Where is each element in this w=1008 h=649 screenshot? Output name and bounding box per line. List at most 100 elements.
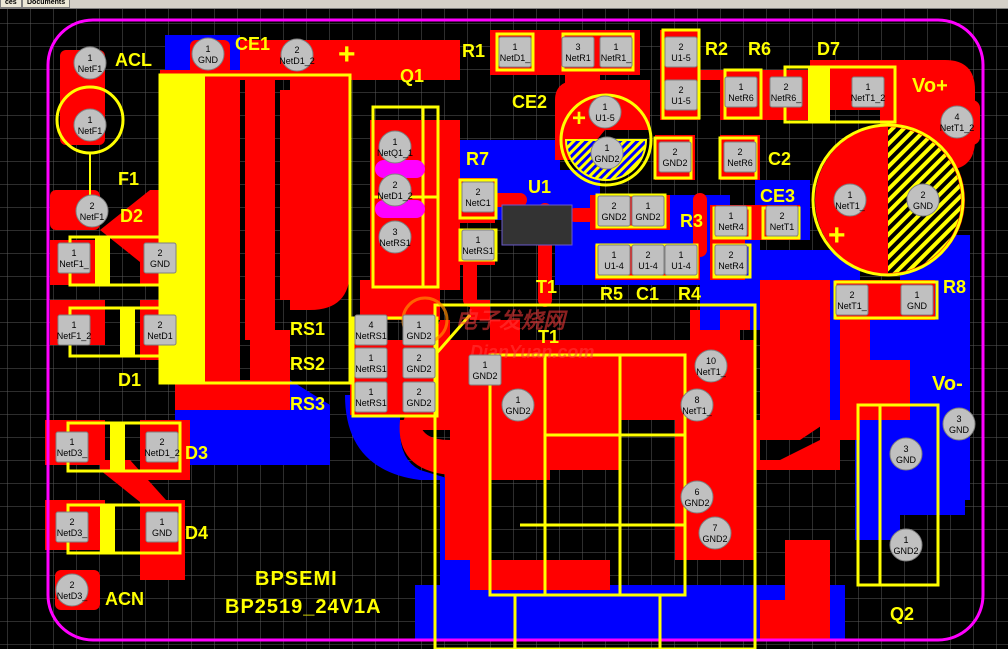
pad[interactable] — [658, 141, 692, 173]
pad[interactable] — [765, 205, 799, 237]
designator-d4: D4 — [185, 523, 208, 543]
pad[interactable] — [143, 242, 177, 274]
pad[interactable] — [354, 347, 388, 379]
pad[interactable] — [942, 407, 976, 441]
pad[interactable] — [354, 314, 388, 346]
pad[interactable] — [889, 528, 923, 562]
pad[interactable] — [402, 347, 436, 379]
pad[interactable] — [724, 76, 758, 108]
designator-r5: R5 — [600, 284, 623, 304]
pad-number: 1 — [738, 82, 743, 92]
pad[interactable] — [461, 229, 495, 261]
pad[interactable] — [664, 244, 698, 276]
pad-net-name: NetD1_2 — [144, 448, 180, 458]
pad[interactable] — [714, 205, 748, 237]
pad[interactable] — [664, 79, 698, 111]
pad-number: 2 — [294, 45, 299, 55]
pad-number: 1 — [512, 42, 517, 52]
pad-number: 1 — [87, 115, 92, 125]
pad[interactable] — [55, 573, 89, 607]
designator-f1: F1 — [118, 169, 139, 189]
pad-net-name: GND2 — [662, 158, 687, 168]
pad[interactable] — [280, 38, 314, 72]
document-tab-bar: ces Documents — [0, 0, 1008, 9]
pad-net-name: NetR6 — [727, 158, 753, 168]
pad[interactable] — [851, 76, 885, 108]
designator-vo-plus: Vo+ — [912, 75, 948, 97]
pad[interactable] — [680, 480, 714, 514]
pad[interactable] — [835, 284, 869, 316]
pad[interactable] — [833, 183, 867, 217]
pad-net-name: U1-5 — [671, 96, 691, 106]
pad[interactable] — [378, 220, 412, 254]
pad[interactable] — [597, 195, 631, 227]
pad-net-name: NetD1 — [147, 331, 173, 341]
pad[interactable] — [906, 183, 940, 217]
pad-net-name: NetD1_2 — [279, 56, 315, 66]
pad[interactable] — [900, 284, 934, 316]
pad-net-name: NetF1_ — [59, 259, 90, 269]
pad[interactable] — [73, 46, 107, 80]
pad-net-name: GND — [907, 301, 928, 311]
pad-net-name: NetC1 — [465, 198, 491, 208]
pad[interactable] — [55, 511, 89, 543]
pad[interactable] — [461, 181, 495, 213]
pad[interactable] — [378, 130, 412, 164]
designator-u1: U1 — [528, 177, 551, 197]
pad[interactable] — [378, 173, 412, 207]
pad[interactable] — [402, 314, 436, 346]
pad-number: 1 — [678, 250, 683, 260]
pad-number: 2 — [737, 147, 742, 157]
pad-number: 1 — [602, 102, 607, 112]
pad[interactable] — [55, 431, 89, 463]
pad[interactable] — [145, 511, 179, 543]
pad[interactable] — [590, 136, 624, 170]
pad[interactable] — [501, 388, 535, 422]
pad[interactable] — [561, 36, 595, 68]
tab-ces[interactable]: ces — [0, 0, 22, 8]
pad-number: 1 — [159, 517, 164, 527]
pad-net-name: GND2 — [893, 546, 918, 556]
pad[interactable] — [588, 95, 622, 129]
pad[interactable] — [143, 314, 177, 346]
pad[interactable] — [889, 437, 923, 471]
pad[interactable] — [631, 195, 665, 227]
pad[interactable] — [145, 431, 179, 463]
pad[interactable] — [468, 354, 502, 386]
pad-number: 2 — [416, 353, 421, 363]
pad[interactable] — [940, 105, 974, 139]
pad-number: 2 — [920, 190, 925, 200]
pad-number: 2 — [157, 320, 162, 330]
pad-net-name: NetF1 — [80, 212, 105, 222]
pad[interactable] — [769, 76, 803, 108]
pad-number: 1 — [416, 320, 421, 330]
pad-number: 1 — [604, 143, 609, 153]
pad[interactable] — [694, 349, 728, 383]
pad[interactable] — [631, 244, 665, 276]
tab-documents[interactable]: Documents — [22, 0, 71, 8]
pad-net-name: NetF1 — [78, 64, 103, 74]
designator-t1: T1 — [538, 327, 559, 347]
pad[interactable] — [354, 381, 388, 413]
pad[interactable] — [73, 108, 107, 142]
pad-number: 1 — [475, 235, 480, 245]
pad-net-name: GND2 — [406, 331, 431, 341]
pad[interactable] — [723, 141, 757, 173]
pad[interactable] — [597, 244, 631, 276]
pad[interactable] — [57, 242, 91, 274]
pad[interactable] — [75, 194, 109, 228]
pad[interactable] — [191, 37, 225, 71]
pad-number: 1 — [645, 201, 650, 211]
pad[interactable] — [498, 36, 532, 68]
pad[interactable] — [698, 516, 732, 550]
pad[interactable] — [402, 381, 436, 413]
designator-r3: R3 — [680, 211, 703, 231]
pad-net-name: NetT1_2 — [851, 93, 886, 103]
pad[interactable] — [680, 388, 714, 422]
pad[interactable] — [57, 314, 91, 346]
pad[interactable] — [599, 36, 633, 68]
pad[interactable] — [664, 36, 698, 68]
pad-number: 1 — [903, 535, 908, 545]
pad[interactable] — [714, 244, 748, 276]
